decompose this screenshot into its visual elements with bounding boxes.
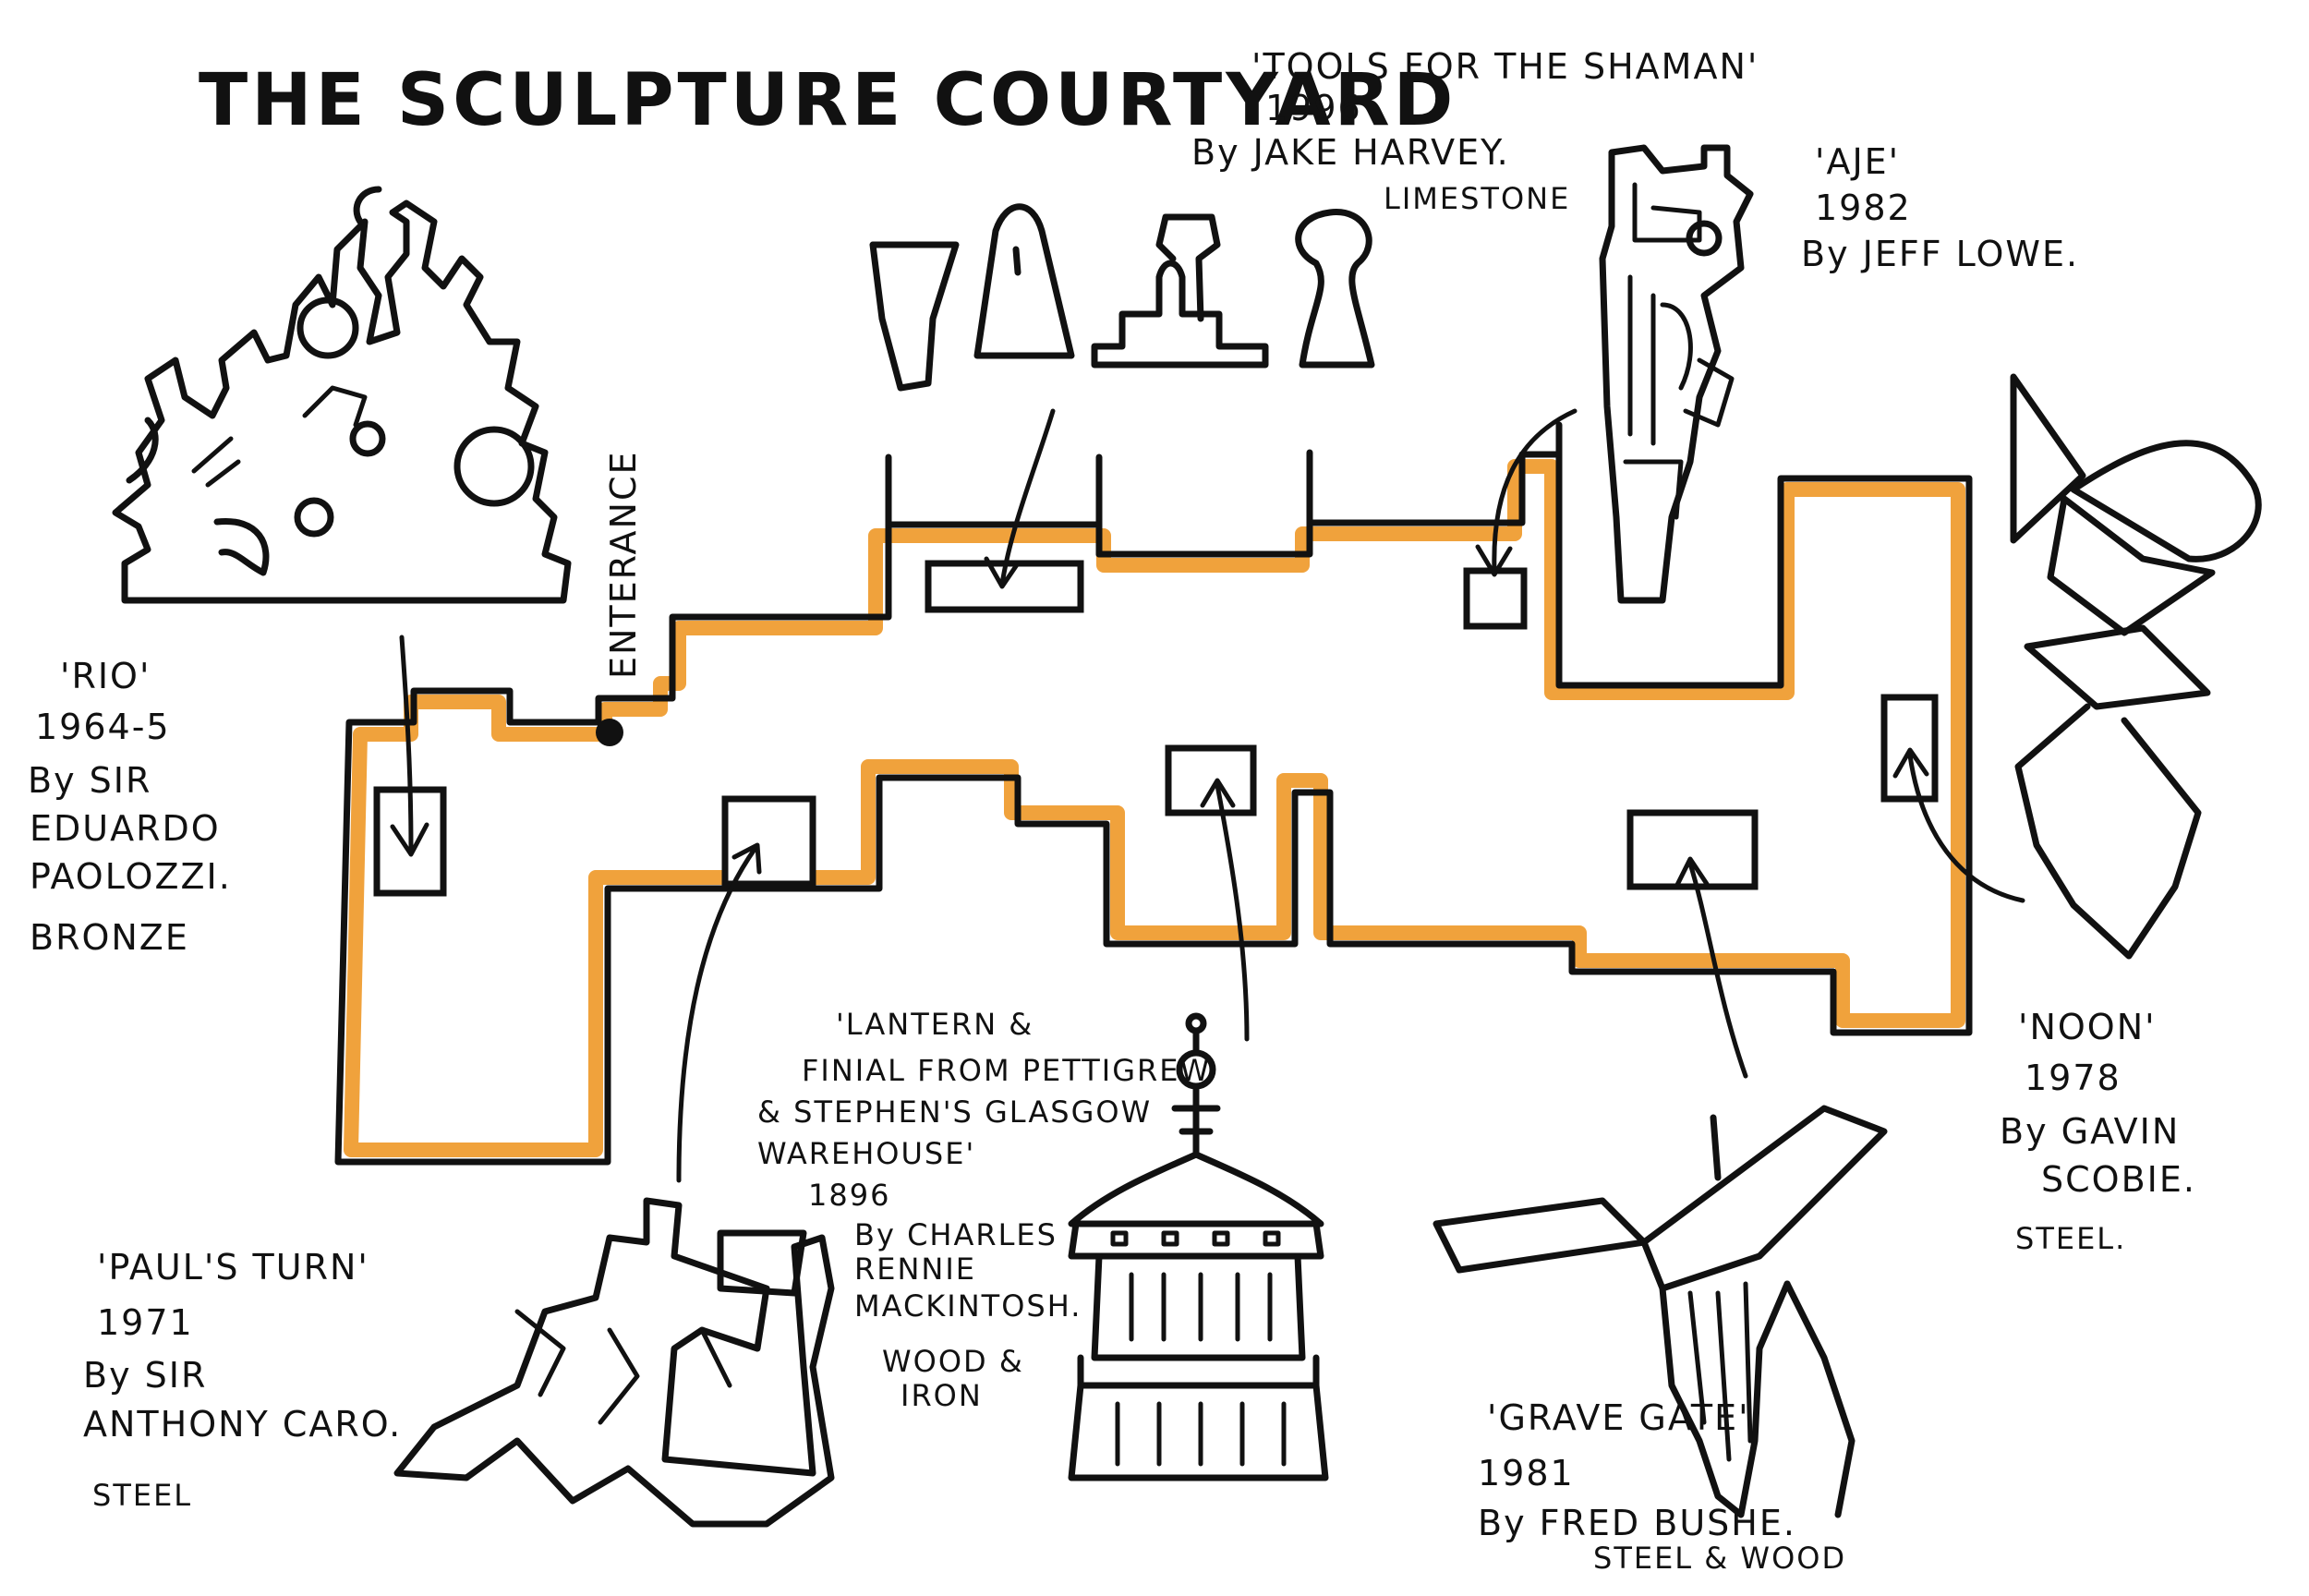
lantern-material-line2: IRON xyxy=(901,1378,983,1413)
lantern-name-line3: & STEPHEN'S GLASGOW xyxy=(757,1094,1152,1130)
arrow-noon xyxy=(1892,747,2025,903)
aje-sculpture-sketch xyxy=(1599,144,1754,604)
rio-name: 'RIO' xyxy=(60,656,151,696)
noon-name: 'NOON' xyxy=(2018,1007,2157,1047)
rio-year: 1964-5 xyxy=(35,707,171,747)
arrow-aje xyxy=(1475,408,1578,577)
noon-artist-line2: SCOBIE. xyxy=(2041,1159,2196,1200)
courtyard-outline-highlight xyxy=(344,459,1965,1157)
lantern-material-line1: WOOD & xyxy=(882,1344,1024,1379)
tools-for-the-shaman-label: 'TOOLS FOR THE SHAMAN' 1996 By JAKE HARV… xyxy=(1191,46,1759,216)
grave-gate-material: STEEL & WOOD xyxy=(1593,1541,1846,1576)
tools-name: 'TOOLS FOR THE SHAMAN' xyxy=(1251,46,1759,87)
lantern-name-line2: FINIAL FROM PETTIGREW xyxy=(802,1053,1211,1088)
arrow-lantern xyxy=(1200,778,1250,1042)
aje-label: 'AJE' 1982 By JEFF LOWE. xyxy=(1801,141,2079,274)
lantern-artist-line1: By CHARLES xyxy=(854,1217,1058,1252)
aje-name: 'AJE' xyxy=(1815,141,1900,182)
noon-sculpture-sketch xyxy=(2010,373,2262,960)
pauls-turn-sculpture-sketch xyxy=(393,1197,835,1528)
rio-label: 'RIO' 1964-5 By SIR EDUARDO PAOLOZZI. BR… xyxy=(28,656,232,958)
plinth-lantern xyxy=(1165,744,1257,816)
tools-artist: By JAKE HARVEY. xyxy=(1191,132,1510,173)
grave-gate-artist: By FRED BUSHE. xyxy=(1478,1503,1796,1543)
courtyard-outline xyxy=(334,451,1973,1166)
lantern-name-line1: 'LANTERN & xyxy=(836,1007,1034,1042)
lantern-artist-line2: RENNIE xyxy=(854,1251,976,1287)
noon-year: 1978 xyxy=(2025,1058,2122,1098)
noon-artist-line1: By GAVIN xyxy=(2000,1111,2180,1152)
aje-artist: By JEFF LOWE. xyxy=(1801,234,2079,274)
grave-gate-year: 1981 xyxy=(1478,1453,1575,1493)
arrow-pauls-turn xyxy=(676,842,762,1183)
lantern-artist-line3: MACKINTOSH. xyxy=(854,1288,1082,1324)
noon-label: 'NOON' 1978 By GAVIN SCOBIE. STEEL. xyxy=(2000,1007,2196,1256)
arrow-rio xyxy=(390,635,429,857)
arrow-grave-gate xyxy=(1674,856,1748,1079)
courtyard-plan xyxy=(334,421,1973,1166)
grave-gate-sculpture-sketch xyxy=(1433,1105,1888,1518)
grave-gate-name: 'GRAVE GATE' xyxy=(1487,1397,1750,1438)
pointer-arrows xyxy=(390,408,2025,1183)
page-title: THE SCULPTURE COURTYARD xyxy=(199,59,1457,142)
tools-for-the-shaman-sculpture-sketch xyxy=(869,203,1375,392)
rio-artist-line3: PAOLOZZI. xyxy=(30,856,232,897)
lantern-label: 'LANTERN & FINIAL FROM PETTIGREW & STEPH… xyxy=(757,1007,1211,1413)
tools-material: LIMESTONE xyxy=(1384,181,1570,216)
rio-artist-line1: By SIR xyxy=(28,760,151,801)
lantern-sculpture-sketch xyxy=(1068,1012,1329,1481)
arrow-tools xyxy=(984,408,1056,589)
tools-year: 1996 xyxy=(1265,88,1362,128)
noon-material: STEEL. xyxy=(2015,1221,2126,1256)
pauls-turn-artist-line2: ANTHONY CARO. xyxy=(83,1404,402,1445)
entrance-marker xyxy=(596,719,623,746)
rio-sculpture-sketch xyxy=(112,186,572,604)
grave-gate-label: 'GRAVE GATE' 1981 By FRED BUSHE. STEEL &… xyxy=(1478,1397,1846,1576)
pauls-turn-artist-line1: By SIR xyxy=(83,1355,207,1396)
pauls-turn-label: 'PAUL'S TURN' 1971 By SIR ANTHONY CARO. … xyxy=(83,1247,402,1513)
rio-material: BRONZE xyxy=(30,917,189,958)
pauls-turn-year: 1971 xyxy=(97,1302,194,1343)
entrance-label: ENTERANCE xyxy=(603,451,644,679)
plinth-aje xyxy=(1463,567,1528,630)
lantern-year: 1896 xyxy=(808,1178,890,1213)
pauls-turn-name: 'PAUL'S TURN' xyxy=(97,1247,369,1288)
aje-year: 1982 xyxy=(1815,187,1912,228)
lantern-name-line4: WAREHOUSE' xyxy=(757,1136,975,1171)
rio-artist-line2: EDUARDO xyxy=(30,808,221,849)
pauls-turn-material: STEEL xyxy=(92,1478,192,1513)
